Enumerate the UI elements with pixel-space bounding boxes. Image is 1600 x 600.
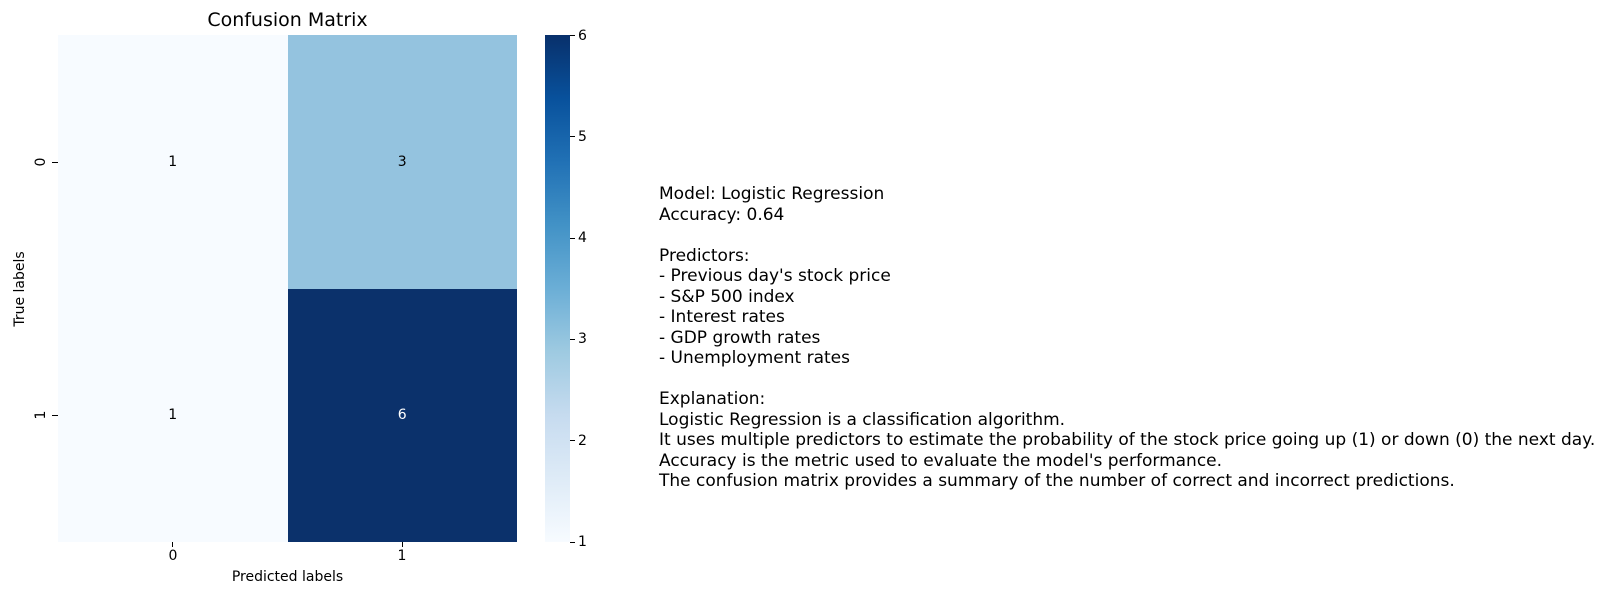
colorbar-tick-label: 1 (578, 534, 587, 550)
y-axis-label: True labels (12, 251, 28, 327)
info-line: - GDP growth rates (659, 327, 821, 348)
heatmap-cell: 3 (287, 35, 517, 289)
colorbar-tick-mark (570, 440, 575, 442)
colorbar-tick-label: 2 (578, 432, 587, 449)
colorbar-tick-mark (570, 237, 575, 239)
colorbar (545, 35, 570, 542)
info-line: Predictors: (659, 245, 750, 266)
colorbar-tick-label: 3 (578, 331, 587, 348)
y-tick-mark (52, 162, 58, 163)
info-line: - Unemployment rates (659, 348, 851, 368)
info-line: Accuracy: 0.64 (659, 204, 785, 225)
y-tick-label: 0 (33, 157, 49, 167)
colorbar-tick-label: 5 (578, 128, 587, 145)
info-line: Explanation: (659, 389, 766, 409)
chart-title: Confusion Matrix (207, 9, 368, 31)
info-line (659, 225, 1595, 246)
x-tick-label: 0 (168, 548, 178, 564)
info-line: The confusion matrix provides a summary … (659, 471, 1455, 491)
info-line: Logistic Regression is a classification … (659, 409, 1066, 430)
cell-value: 3 (397, 153, 407, 170)
x-tick-label: 1 (397, 548, 407, 564)
colorbar-tick-mark (570, 541, 575, 543)
colorbar-tick-mark (570, 338, 575, 340)
cell-value: 6 (397, 407, 407, 424)
y-tick-label: 1 (33, 410, 49, 420)
colorbar-tick-mark (570, 35, 575, 36)
heatmap-cell: 1 (58, 288, 288, 542)
cell-value: 1 (168, 407, 178, 424)
heatmap-cell: 1 (58, 35, 288, 289)
info-line (659, 369, 1595, 390)
info-line: - Previous day's stock price (659, 266, 891, 286)
info-line: - Interest rates (659, 307, 785, 327)
info-line: Model: Logistic Regression (659, 184, 885, 204)
cell-value: 1 (168, 153, 178, 170)
x-tick-mark (172, 542, 173, 547)
y-tick-mark (52, 415, 58, 416)
colorbar-tick-label: 6 (578, 27, 587, 44)
heatmap-cell: 6 (287, 288, 517, 542)
info-line: - S&P 500 index (659, 286, 795, 307)
x-tick-mark (402, 542, 403, 547)
confusion-matrix-heatmap: 1 3 1 6 (58, 35, 517, 542)
colorbar-tick-label: 4 (578, 230, 587, 247)
info-line: Accuracy is the metric used to evaluate … (659, 450, 1223, 471)
colorbar-tick-mark (570, 136, 575, 138)
x-axis-label: Predicted labels (231, 569, 344, 585)
info-line: It uses multiple predictors to estimate … (659, 430, 1596, 450)
